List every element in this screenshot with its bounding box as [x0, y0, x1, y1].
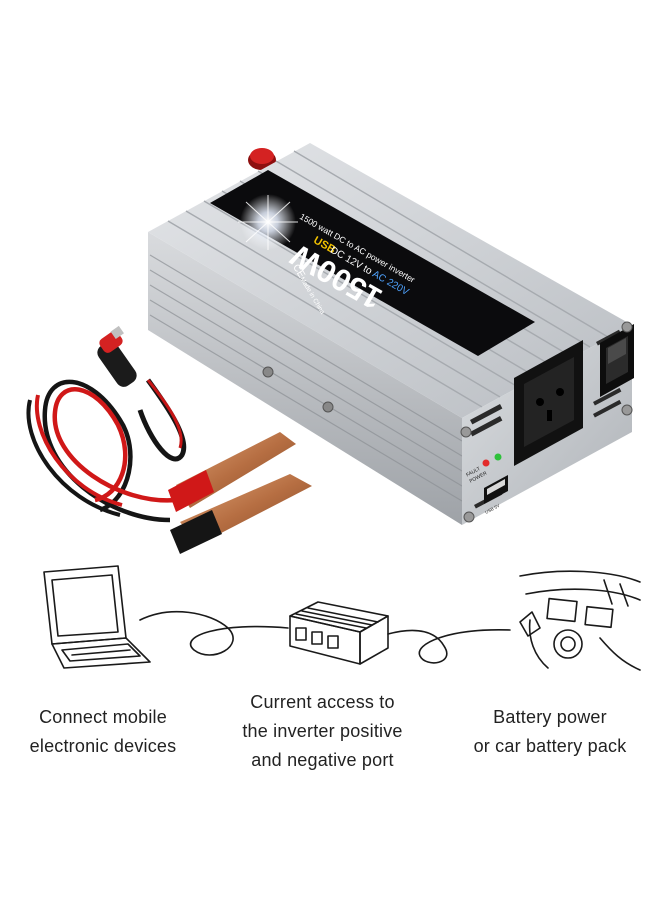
- caption-line: Current access to: [250, 692, 395, 712]
- inverter-side-face: [148, 232, 462, 525]
- caption-line: or car battery pack: [473, 736, 627, 756]
- cigarette-lighter-plug: [97, 325, 187, 462]
- car-cable: [387, 629, 511, 664]
- caption-line: electronic devices: [29, 736, 177, 756]
- side-screw: [322, 401, 334, 413]
- caption-line: the inverter positive: [242, 721, 403, 741]
- positive-terminal-knob: [248, 148, 276, 170]
- car-dashboard-icon: [519, 570, 641, 671]
- caption-line: Connect mobile: [39, 707, 167, 727]
- caption-battery-power: Battery power or car battery pack: [450, 703, 650, 761]
- power-switch[interactable]: [600, 324, 634, 397]
- star-flare-graphic: [238, 194, 298, 250]
- front-screw: [621, 404, 633, 416]
- caption-line: Battery power: [493, 707, 607, 727]
- caption-line: and negative port: [251, 750, 394, 770]
- front-screw: [463, 511, 475, 523]
- laptop-icon: [43, 565, 151, 669]
- usb-port-label: USB 5V: [484, 503, 500, 515]
- inverter-sketch-icon: [289, 601, 389, 665]
- red-alligator-clamp: [168, 432, 296, 512]
- caption-mobile-devices: Connect mobile electronic devices: [8, 703, 198, 761]
- fault-led: [482, 459, 490, 467]
- caption-inverter-port: Current access to the inverter positive …: [215, 688, 430, 775]
- battery-cables: [26, 379, 177, 523]
- front-screw: [460, 426, 472, 438]
- side-screw: [262, 366, 274, 378]
- connection-diagram: [43, 565, 641, 671]
- laptop-cable: [139, 610, 289, 656]
- black-alligator-clamp: [170, 474, 312, 554]
- power-led: [494, 453, 502, 461]
- product-photo: 1500 watt DC to AC power inverter USB DC…: [26, 143, 634, 554]
- ac-socket[interactable]: [514, 340, 583, 466]
- front-screw: [621, 321, 633, 333]
- usb-port[interactable]: [484, 475, 508, 504]
